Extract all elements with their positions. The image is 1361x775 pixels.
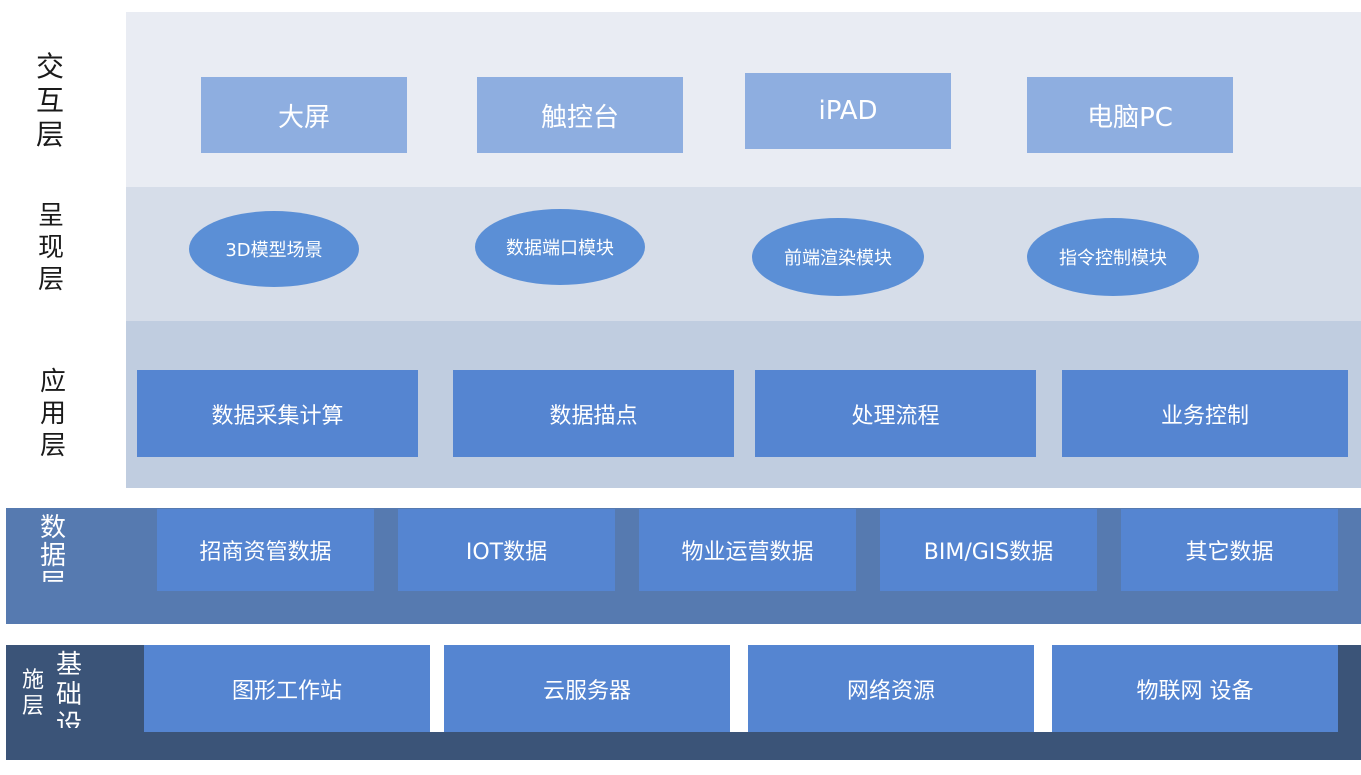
data-box-investment: 招商资管数据 (157, 509, 374, 591)
data-box-property-ops: 物业运营数据 (639, 509, 856, 591)
application-box-processing: 处理流程 (755, 370, 1036, 457)
interaction-box-touch-console: 触控台 (477, 77, 683, 153)
label-char: 现 (38, 233, 65, 263)
label-char: 层 (40, 431, 67, 461)
infra-box-iot-devices: 物联网 设备 (1052, 645, 1338, 732)
application-box-data-collection: 数据采集计算 (137, 370, 418, 457)
data-box-bim-gis: BIM/GIS数据 (880, 509, 1097, 591)
label-char: 交 (36, 50, 65, 83)
infrastructure-layer-label-left: 施 层 (22, 668, 44, 724)
infra-separator (1034, 645, 1052, 732)
presentation-ellipse-data-port: 数据端口模块 (475, 209, 645, 285)
data-box-other: 其它数据 (1121, 509, 1338, 591)
label-char: 基 (56, 650, 83, 680)
presentation-ellipse-command: 指令控制模块 (1027, 218, 1199, 296)
label-char: 层 (36, 118, 65, 151)
data-box-iot: IOT数据 (398, 509, 615, 591)
application-layer-label: 应 用 层 (40, 366, 66, 462)
label-char: 层 (22, 694, 45, 719)
data-layer-label: 数 据 层 (40, 514, 66, 582)
label-char: 应 (40, 367, 67, 397)
label-char: 层 (40, 570, 66, 582)
application-box-business-control: 业务控制 (1062, 370, 1348, 457)
infrastructure-layer-label-right: 基 础 设 (56, 650, 82, 728)
infra-separator (430, 645, 444, 732)
interaction-box-pc: 电脑PC (1027, 77, 1233, 153)
infra-box-network: 网络资源 (748, 645, 1034, 732)
presentation-ellipse-3d-scene: 3D模型场景 (189, 211, 359, 287)
infra-separator (730, 645, 748, 732)
label-char: 施 (22, 668, 45, 693)
label-char: 础 (56, 680, 83, 710)
label-char: 据 (40, 541, 67, 571)
label-char: 数 (40, 514, 67, 543)
interaction-box-ipad: iPAD (745, 73, 951, 149)
label-char: 设 (56, 710, 83, 728)
presentation-layer-label: 呈 现 层 (38, 200, 64, 296)
infra-box-cloud-server: 云服务器 (444, 645, 730, 732)
label-char: 呈 (38, 201, 65, 231)
label-char: 层 (38, 265, 65, 295)
presentation-ellipse-render: 前端渲染模块 (752, 218, 924, 296)
label-char: 互 (36, 84, 65, 117)
interaction-layer-label: 交 互 层 (36, 50, 64, 152)
application-box-data-plotting: 数据描点 (453, 370, 734, 457)
interaction-box-bigscreen: 大屏 (201, 77, 407, 153)
label-char: 用 (40, 399, 67, 429)
infra-box-graphics-workstation: 图形工作站 (144, 645, 430, 732)
